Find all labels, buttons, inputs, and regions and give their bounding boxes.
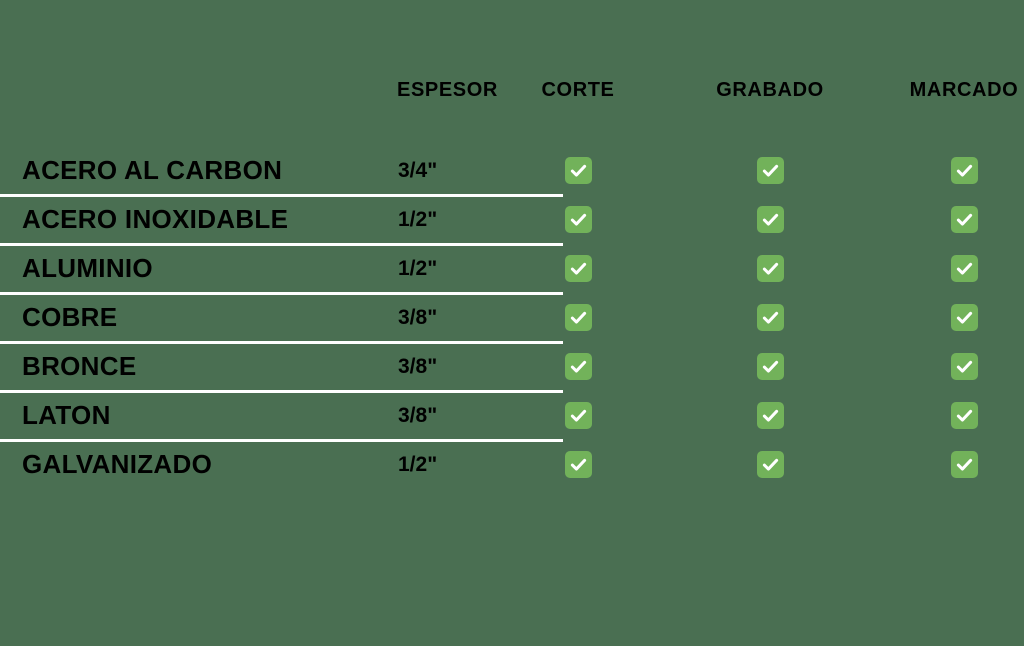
checkmark-icon	[950, 157, 978, 184]
col-header-marcado: MARCADO	[909, 78, 1019, 101]
marcado-cell	[904, 293, 1024, 342]
grabado-cell	[636, 440, 904, 489]
material-label: ACERO INOXIDABLE	[22, 204, 289, 234]
checkmark-icon	[564, 255, 592, 282]
material-label: COBRE	[22, 302, 118, 332]
checkmark-icon	[564, 304, 592, 331]
marcado-cell	[904, 195, 1024, 244]
marcado-cell	[904, 146, 1024, 195]
table-row: BRONCE 3/8"	[0, 342, 1024, 393]
checkmark-icon	[950, 206, 978, 233]
checkmark-icon	[756, 255, 784, 282]
corte-cell	[520, 440, 636, 489]
checkmark-icon	[756, 304, 784, 331]
checkmark-icon	[950, 304, 978, 331]
col-header-corte: CORTE	[541, 78, 615, 101]
checkmark-icon	[564, 206, 592, 233]
grabado-cell	[636, 342, 904, 391]
checkmark-icon	[950, 451, 978, 478]
checkmark-icon	[756, 451, 784, 478]
grabado-cell	[636, 293, 904, 342]
grabado-cell	[636, 391, 904, 440]
grabado-cell	[636, 195, 904, 244]
espesor-value: 1/2"	[398, 256, 438, 280]
corte-cell	[520, 146, 636, 195]
checkmark-icon	[564, 353, 592, 380]
table-row: GALVANIZADO 1/2"	[0, 440, 1024, 489]
material-label: ACERO AL CARBON	[22, 155, 283, 185]
checkmark-icon	[564, 157, 592, 184]
marcado-cell	[904, 342, 1024, 391]
checkmark-icon	[950, 353, 978, 380]
checkmark-icon	[756, 353, 784, 380]
table-header-row: ESPESOR CORTE GRABADO MARCADO	[0, 78, 1024, 102]
espesor-value: 3/8"	[398, 403, 438, 427]
marcado-cell	[904, 440, 1024, 489]
material-label: GALVANIZADO	[22, 449, 213, 479]
checkmark-icon	[564, 451, 592, 478]
checkmark-icon	[756, 402, 784, 429]
espesor-value: 1/2"	[398, 452, 438, 476]
corte-cell	[520, 342, 636, 391]
material-label: BRONCE	[22, 351, 137, 381]
table-row: LATON 3/8"	[0, 391, 1024, 442]
espesor-value: 3/8"	[398, 305, 438, 329]
material-label: ALUMINIO	[22, 253, 153, 283]
col-header-grabado: GRABADO	[716, 78, 824, 101]
grabado-cell	[636, 244, 904, 293]
grabado-cell	[636, 146, 904, 195]
table-row: ALUMINIO 1/2"	[0, 244, 1024, 295]
espesor-value: 3/8"	[398, 354, 438, 378]
col-header-espesor: ESPESOR	[397, 78, 498, 101]
table-row: ACERO AL CARBON 3/4"	[0, 146, 1024, 197]
corte-cell	[520, 244, 636, 293]
corte-cell	[520, 195, 636, 244]
checkmark-icon	[756, 157, 784, 184]
checkmark-icon	[564, 402, 592, 429]
espesor-value: 3/4"	[398, 158, 438, 182]
table-row: COBRE 3/8"	[0, 293, 1024, 344]
marcado-cell	[904, 244, 1024, 293]
checkmark-icon	[950, 402, 978, 429]
corte-cell	[520, 293, 636, 342]
checkmark-icon	[756, 206, 784, 233]
table-body: ACERO AL CARBON 3/4" ACERO INOXIDABLE 1/	[0, 146, 1024, 489]
espesor-value: 1/2"	[398, 207, 438, 231]
table-row: ACERO INOXIDABLE 1/2"	[0, 195, 1024, 246]
corte-cell	[520, 391, 636, 440]
checkmark-icon	[950, 255, 978, 282]
marcado-cell	[904, 391, 1024, 440]
material-label: LATON	[22, 400, 111, 430]
